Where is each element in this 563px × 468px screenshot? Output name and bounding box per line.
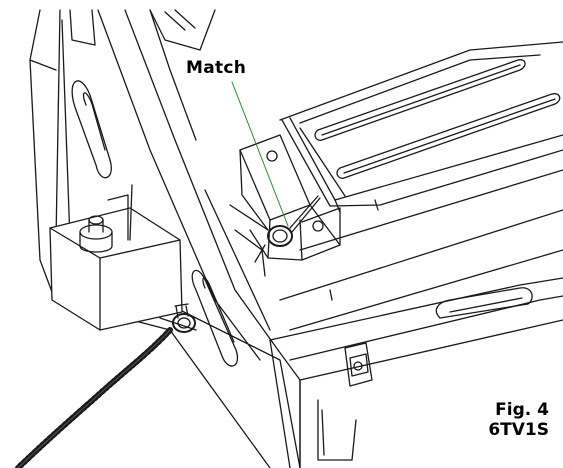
match-callout-label: Match: [186, 58, 247, 78]
match-bracket: [229, 134, 341, 277]
ring-pin-match: [254, 195, 321, 263]
side-box: [49, 184, 183, 331]
front-frame: [204, 189, 563, 468]
bead-chain-core: [17, 329, 171, 468]
tray-slot-lower: [336, 93, 561, 179]
tray-floor: [279, 169, 563, 331]
handle-slot-front: [435, 287, 533, 319]
figure-number: Fig. 4: [495, 400, 549, 420]
post-knob: [79, 215, 113, 253]
callout-leader: [231, 81, 289, 227]
tray-slot-upper: [314, 59, 526, 141]
model-code: 6TV1S: [488, 420, 549, 440]
ring-pin-box: [159, 303, 197, 333]
figure-caption: Fig. 4 6TV1S: [488, 400, 549, 440]
front-latch: [344, 342, 373, 387]
base-frame: [29, 9, 301, 468]
top-left-block: [69, 9, 216, 51]
handle-slots-left: [71, 80, 239, 367]
lid-tray: [279, 41, 563, 213]
